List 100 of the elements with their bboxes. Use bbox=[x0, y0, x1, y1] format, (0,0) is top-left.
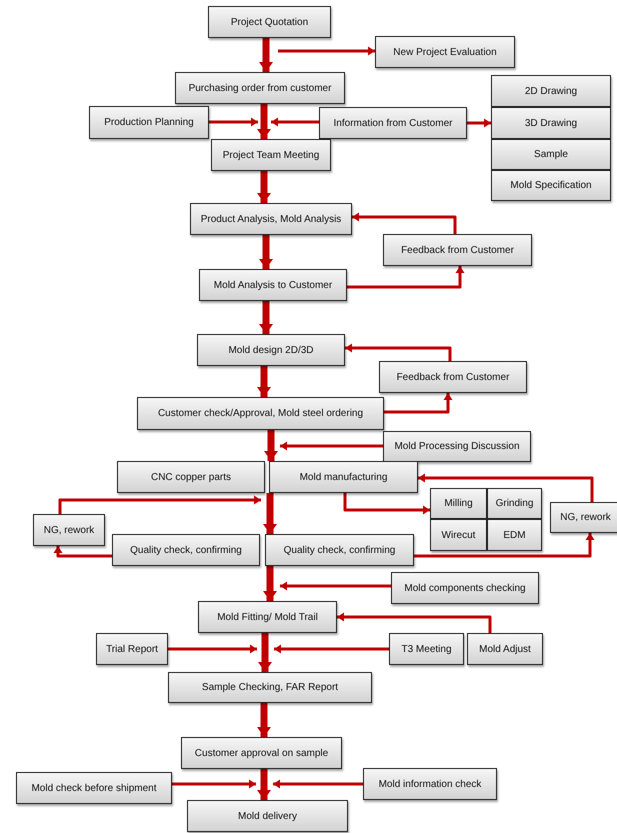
box-label: NG, rework bbox=[560, 512, 611, 523]
arrow bbox=[263, 566, 277, 601]
box-label: Mold components checking bbox=[404, 582, 526, 594]
process-box bbox=[391, 572, 539, 604]
arrow bbox=[257, 769, 271, 800]
box-label: Mold Specification bbox=[510, 180, 592, 191]
box-label: Production Planning bbox=[104, 117, 194, 128]
arrow bbox=[280, 582, 391, 590]
process-box bbox=[96, 633, 168, 665]
process-box bbox=[16, 772, 172, 804]
arrow bbox=[264, 430, 278, 461]
box-label: Sample bbox=[534, 149, 568, 160]
process-box bbox=[375, 36, 515, 68]
arrow bbox=[259, 235, 273, 269]
box-label: Product Analysis, Mold Analysis bbox=[200, 214, 342, 224]
arrow bbox=[257, 703, 271, 737]
arrow bbox=[345, 344, 452, 361]
process-box bbox=[168, 672, 372, 703]
arrow bbox=[58, 496, 261, 514]
box-label: NG, rework bbox=[44, 524, 94, 536]
box-label: Mold manufacturing bbox=[300, 472, 388, 482]
box-label: New Project Evaluation bbox=[393, 46, 497, 58]
arrow bbox=[257, 171, 271, 203]
process-box bbox=[389, 633, 464, 665]
box-label: Mold Fitting/ Mold Trail bbox=[217, 612, 318, 622]
arrow bbox=[271, 118, 319, 126]
arrow bbox=[384, 393, 452, 414]
box-label: Sample Checking, FAR Report bbox=[202, 682, 338, 693]
box-label: 2D Drawing bbox=[524, 86, 578, 96]
process-box bbox=[199, 269, 347, 301]
process-box bbox=[137, 397, 384, 430]
process-box bbox=[383, 234, 532, 266]
box-label: Mold check before shipment bbox=[31, 782, 157, 794]
box-label: Quality check, confirming bbox=[130, 544, 242, 556]
arrow bbox=[347, 266, 464, 288]
process-box bbox=[379, 361, 527, 393]
process-box bbox=[467, 633, 543, 665]
process-box bbox=[112, 534, 260, 566]
box-label: Project Quotation bbox=[230, 16, 308, 28]
box-label: T3 Meeting bbox=[401, 644, 452, 654]
process-box bbox=[491, 107, 611, 139]
process-box bbox=[491, 75, 611, 107]
arrow bbox=[274, 644, 389, 654]
box-label: Purchasing order from customer bbox=[188, 82, 332, 94]
box-label: Mold Processing Discussion bbox=[394, 441, 520, 452]
arrow bbox=[278, 46, 375, 56]
process-box bbox=[430, 519, 487, 551]
box-label: Project Team Meeting bbox=[222, 150, 320, 160]
arrow bbox=[263, 493, 277, 534]
arrow bbox=[168, 644, 257, 654]
box-label: Quality check, confirming bbox=[284, 544, 396, 556]
arrow bbox=[467, 118, 491, 128]
process-box bbox=[265, 534, 414, 566]
box-label: Mold design 2D/3D bbox=[228, 344, 314, 356]
process-box bbox=[430, 488, 487, 519]
process-box bbox=[211, 139, 331, 171]
box-label: Trial Report bbox=[106, 644, 158, 654]
process-box bbox=[187, 800, 348, 832]
process-box bbox=[117, 461, 265, 493]
box-label: Wirecut bbox=[442, 530, 476, 540]
box-label: CNC copper parts bbox=[150, 472, 232, 482]
process-box bbox=[383, 431, 531, 462]
arrow bbox=[209, 118, 258, 126]
process-box bbox=[197, 334, 345, 366]
arrow bbox=[258, 633, 272, 672]
arrow bbox=[280, 442, 383, 450]
process-box bbox=[550, 502, 617, 533]
process-box bbox=[487, 519, 542, 551]
process-box bbox=[33, 514, 105, 546]
process-box bbox=[319, 107, 467, 139]
process-box bbox=[491, 139, 611, 170]
box-label: Mold delivery bbox=[238, 810, 297, 822]
box-label: Information from Customer bbox=[334, 118, 452, 128]
process-box bbox=[181, 737, 342, 769]
process-box bbox=[190, 203, 352, 235]
box-label: Mold information check bbox=[378, 778, 482, 790]
process-box bbox=[491, 170, 611, 201]
arrow bbox=[257, 366, 271, 397]
arrow bbox=[259, 301, 273, 334]
process-box bbox=[269, 461, 418, 493]
process-box bbox=[89, 106, 209, 139]
box-label: Mold Analysis to Customer bbox=[214, 280, 332, 290]
box-label: Mold Adjust bbox=[479, 644, 531, 654]
arrow bbox=[259, 38, 273, 72]
arrow bbox=[337, 612, 492, 633]
process-box bbox=[363, 768, 497, 800]
box-label: EDM bbox=[503, 530, 526, 540]
process-box bbox=[487, 488, 542, 519]
arrow bbox=[344, 493, 430, 514]
arrow bbox=[273, 780, 363, 788]
box-label: Customer approval on sample bbox=[194, 748, 328, 758]
arrow bbox=[257, 104, 271, 139]
process-box bbox=[208, 6, 331, 38]
box-label: Grinding bbox=[496, 498, 534, 509]
box-label: Feedback from Customer bbox=[401, 244, 514, 256]
arrow bbox=[418, 474, 594, 502]
arrow bbox=[54, 546, 112, 558]
process-box bbox=[175, 72, 345, 104]
box-label: Customer check/Approval, Mold steel ordering bbox=[158, 408, 364, 419]
arrow bbox=[172, 780, 256, 788]
